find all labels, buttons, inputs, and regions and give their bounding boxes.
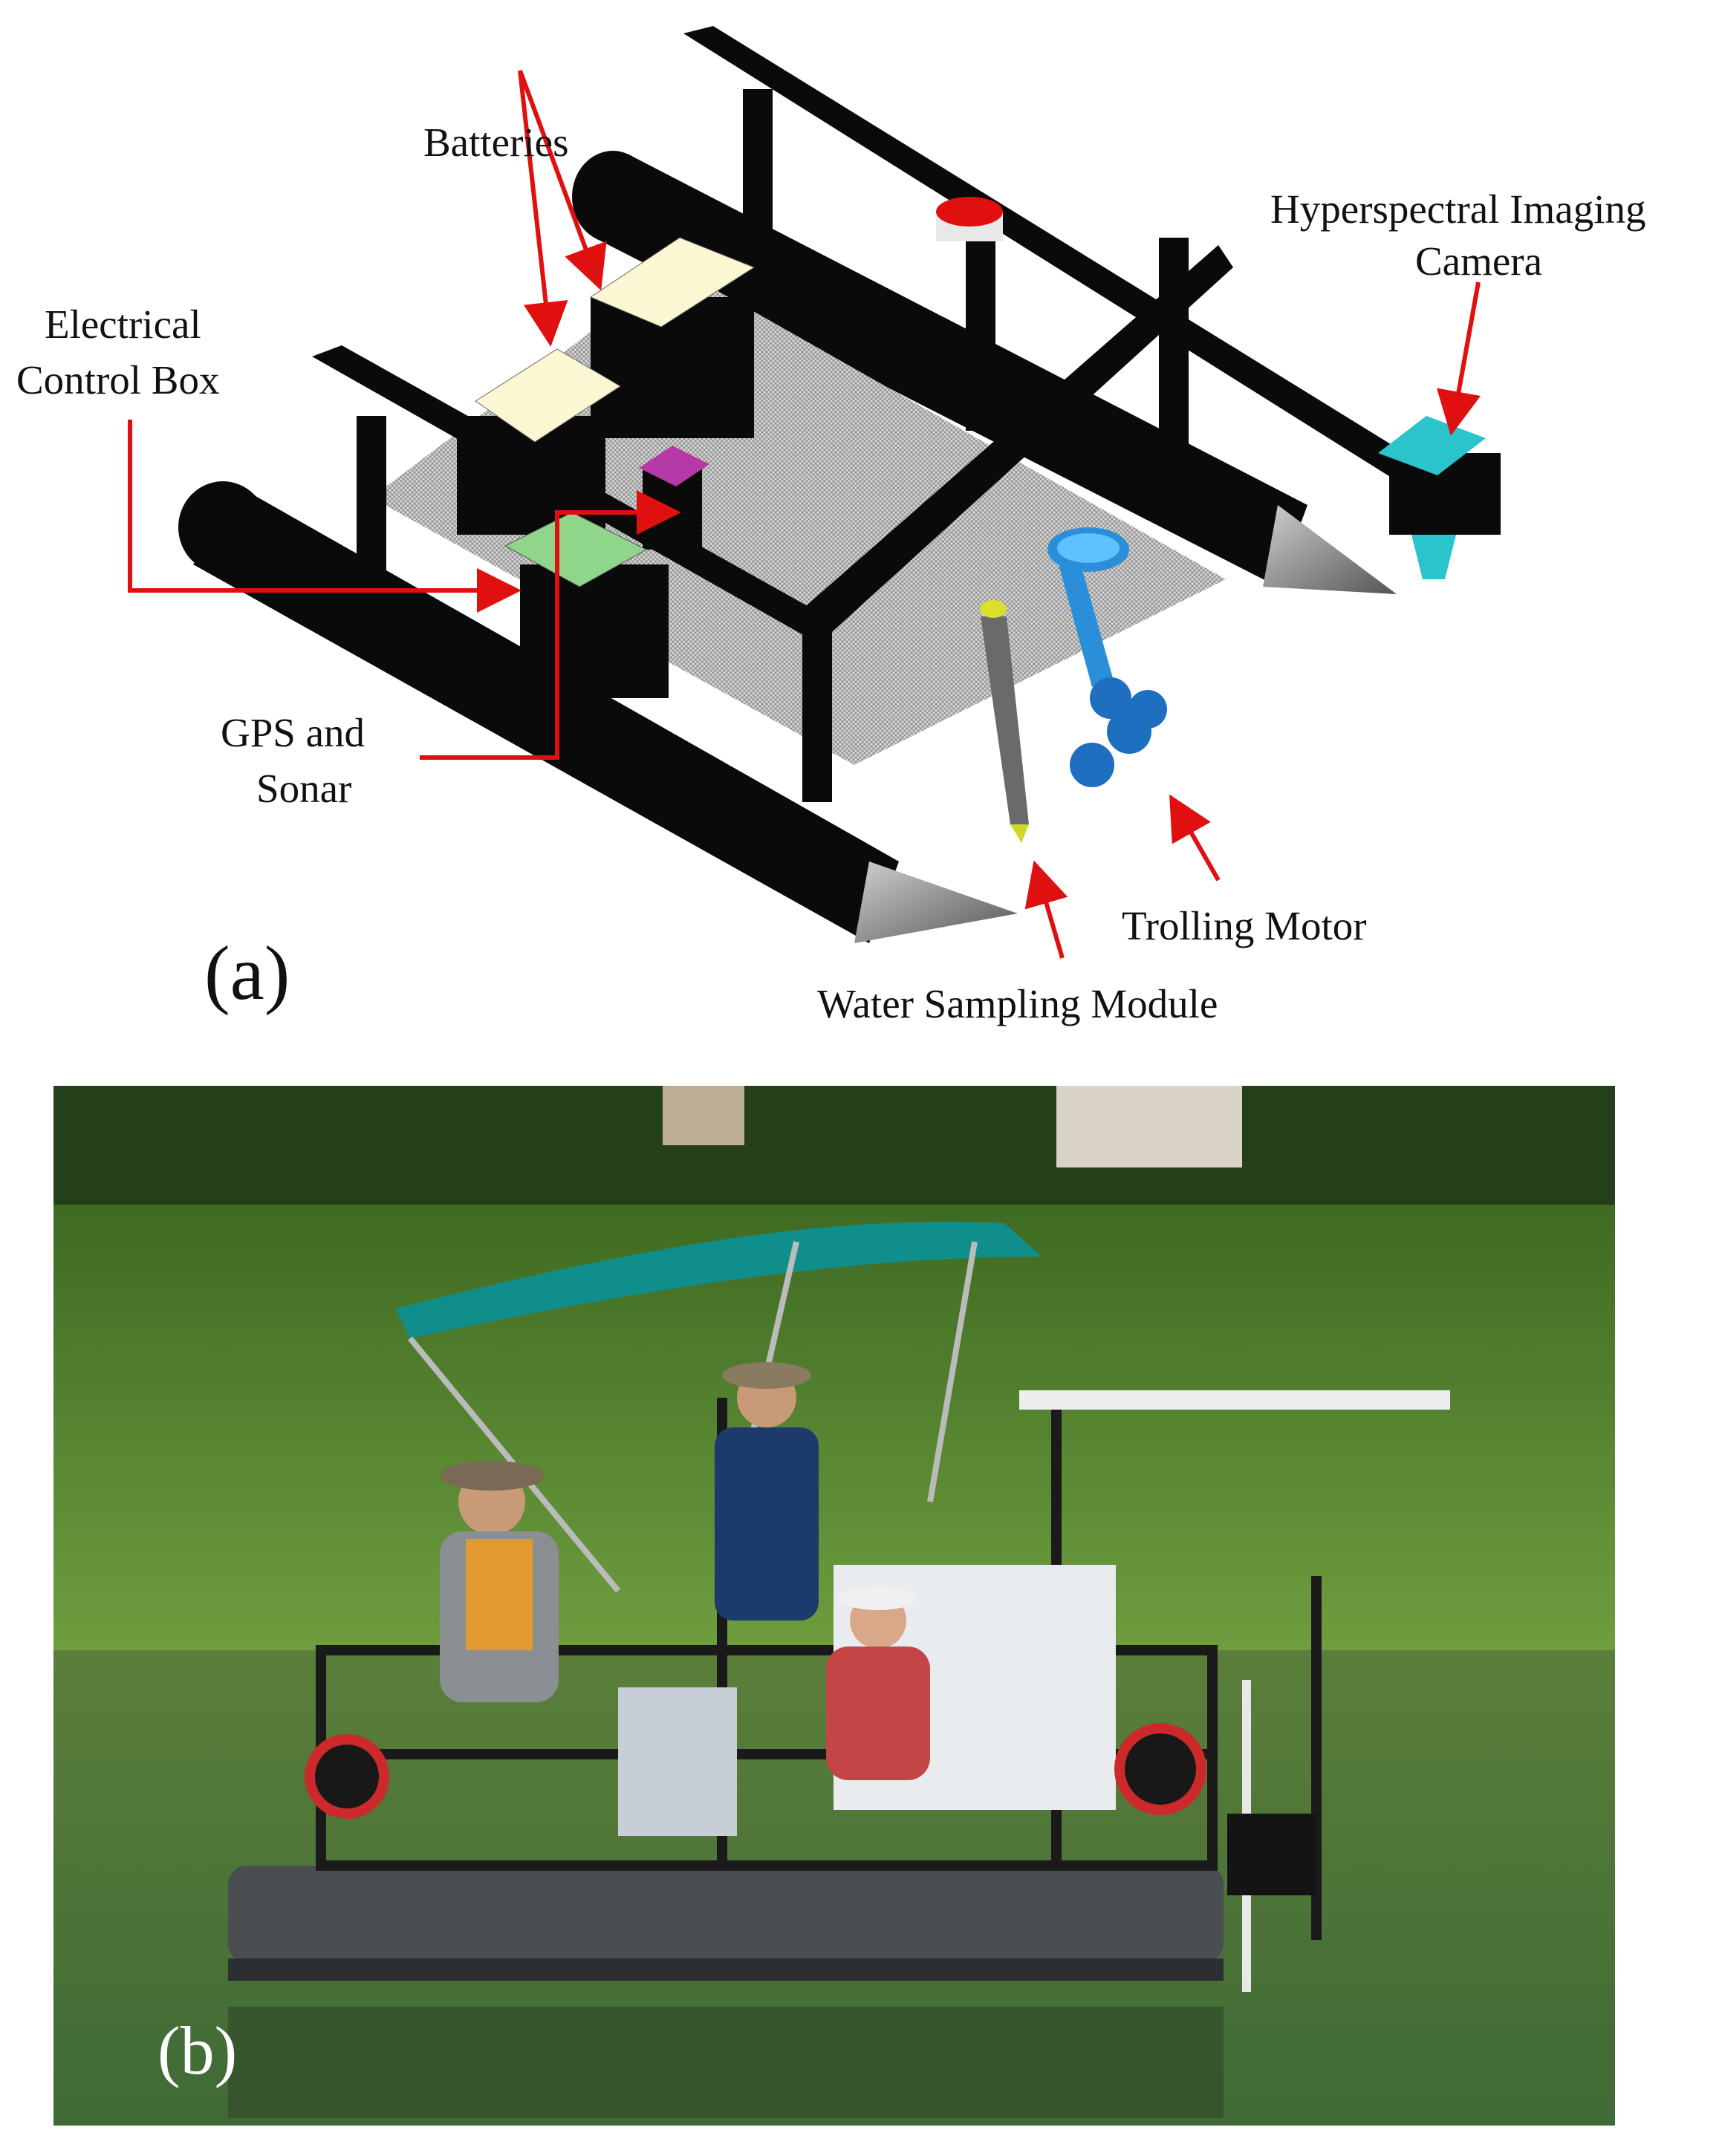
label-water-sampling: Water Sampling Module	[817, 981, 1218, 1026]
sensor-puck	[936, 197, 1003, 241]
panel-b-label: (b)	[157, 2013, 237, 2088]
label-control-line2: Control Box	[16, 357, 220, 403]
battery-front	[457, 348, 621, 535]
label-gps-line2: Sonar	[256, 766, 351, 811]
trolling-motor	[1047, 527, 1167, 787]
label-control-line1: Electrical	[45, 302, 201, 347]
battery-back	[589, 237, 756, 438]
control-box	[618, 1687, 737, 1836]
label-batteries: Batteries	[423, 120, 568, 165]
label-gps-line1: GPS and	[221, 710, 365, 755]
boat-floats	[228, 1866, 1224, 1981]
callout-arrows	[128, 69, 1481, 959]
front-pontoon	[178, 481, 1018, 943]
trolling-motor-unit	[1227, 1814, 1316, 1895]
electrical-control-box	[504, 512, 669, 698]
boat-schematic-diagram: Batteries Hyperspectral Imaging Camera E…	[16, 26, 1646, 1026]
panel-a-label: (a)	[204, 931, 290, 1016]
water-sampling-probe	[980, 600, 1029, 843]
wheel-right	[1114, 1723, 1206, 1815]
label-camera-line2: Camera	[1415, 238, 1542, 284]
crew-member-right	[826, 1586, 930, 1780]
wheel-left	[305, 1734, 389, 1819]
hyperspectral-camera	[1378, 416, 1501, 579]
gps-sonar-box	[639, 446, 709, 550]
crew-member-left	[440, 1461, 559, 1702]
label-camera-line1: Hyperspectral Imaging	[1270, 186, 1646, 232]
label-trolling-motor: Trolling Motor	[1122, 903, 1367, 948]
crew-member-standing	[715, 1362, 819, 1621]
field-photo: (b)	[53, 1086, 1615, 2126]
